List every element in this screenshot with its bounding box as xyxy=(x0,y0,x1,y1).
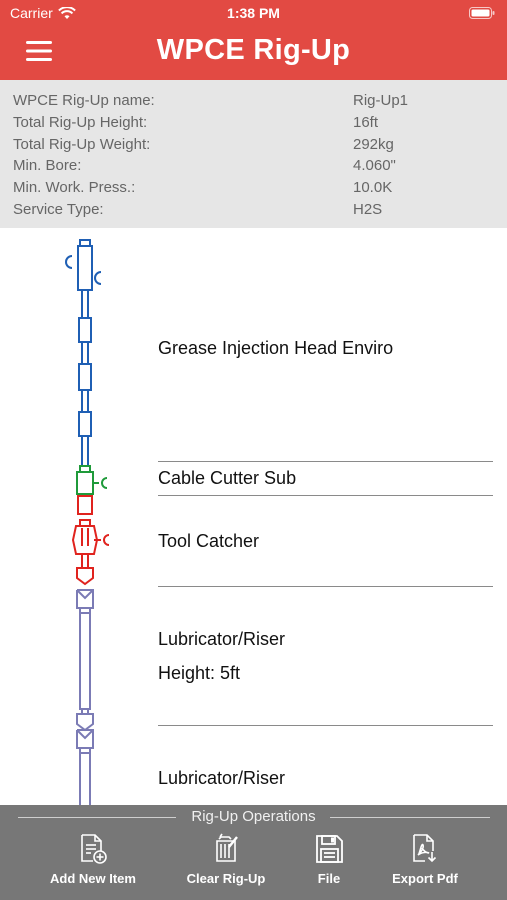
item-separator xyxy=(158,586,493,587)
item-label-grease-injection-head[interactable]: Grease Injection Head Enviro xyxy=(158,338,394,358)
file-label: File xyxy=(317,871,341,886)
item-label-lubricator-riser[interactable]: Lubricator/Riser xyxy=(158,629,286,649)
rig-up-summary: WPCE Rig-Up name: Rig-Up1 Total Rig-Up H… xyxy=(0,80,507,228)
add-new-item-label: Add New Item xyxy=(50,871,136,886)
info-label: Total Rig-Up Height: xyxy=(13,114,148,131)
app-header: Carrier 1:38 PM WPCE Rig-Up xyxy=(0,0,507,80)
clear-rig-up-label: Clear Rig-Up xyxy=(186,871,266,886)
info-row-name: WPCE Rig-Up name: Rig-Up1 xyxy=(13,92,493,113)
item-label-lubricator-riser[interactable]: Lubricator/Riser xyxy=(158,768,286,788)
pdf-export-icon xyxy=(413,834,437,863)
hamburger-menu-icon xyxy=(26,41,52,61)
wifi-icon xyxy=(57,6,76,19)
save-disk-icon xyxy=(316,835,343,863)
info-value: Rig-Up1 xyxy=(353,92,409,109)
info-row-weight: Total Rig-Up Weight: 292kg xyxy=(13,136,493,157)
info-row-pressure: Min. Work. Press.: 10.0K xyxy=(13,179,493,200)
info-row-height: Total Rig-Up Height: 16ft xyxy=(13,114,493,135)
carrier-label: Carrier xyxy=(10,5,53,21)
export-pdf-button[interactable]: Export Pdf xyxy=(384,833,466,895)
toolbar-title: Rig-Up Operations xyxy=(191,808,316,825)
item-separator xyxy=(158,495,493,496)
rig-up-diagram[interactable]: Grease Injection Head Enviro Cable Cutte… xyxy=(0,228,507,805)
info-label: Total Rig-Up Weight: xyxy=(13,136,151,153)
info-value: H2S xyxy=(353,201,383,218)
broom-icon xyxy=(216,833,238,862)
battery-icon xyxy=(469,7,495,19)
info-label: Min. Bore: xyxy=(13,157,82,174)
info-label: WPCE Rig-Up name: xyxy=(13,92,155,109)
info-label: Min. Work. Press.: xyxy=(13,179,136,196)
add-document-icon xyxy=(81,834,107,864)
item-height-lubricator-riser: Height: 5ft xyxy=(158,663,241,683)
info-row-service: Service Type: H2S xyxy=(13,201,493,222)
rig-up-operations-toolbar: Rig-Up Operations Add New Item Clear Rig… xyxy=(0,805,507,900)
toolbar-divider xyxy=(18,817,176,818)
toolbar-divider xyxy=(330,817,490,818)
lubricator-riser-graphic[interactable] xyxy=(76,729,94,805)
page-title: WPCE Rig-Up xyxy=(156,34,351,66)
file-button[interactable]: File xyxy=(300,833,358,895)
clear-rig-up-button[interactable]: Clear Rig-Up xyxy=(176,833,276,895)
status-bar: Carrier 1:38 PM xyxy=(0,0,507,28)
carrier-info: Carrier xyxy=(10,5,76,21)
item-label-tool-catcher[interactable]: Tool Catcher xyxy=(158,531,260,551)
item-separator xyxy=(158,461,493,462)
lubricator-riser-graphic[interactable] xyxy=(76,589,94,732)
info-value: 292kg xyxy=(353,136,394,153)
info-value: 16ft xyxy=(353,114,379,131)
item-label-cable-cutter-sub[interactable]: Cable Cutter Sub xyxy=(158,468,297,488)
status-time: 1:38 PM xyxy=(227,5,280,21)
grease-injection-head-graphic[interactable] xyxy=(65,239,102,466)
cable-cutter-sub-graphic[interactable] xyxy=(76,465,108,495)
add-new-item-button[interactable]: Add New Item xyxy=(40,833,146,895)
info-value: 4.060" xyxy=(353,157,396,174)
item-separator xyxy=(158,725,493,726)
tool-catcher-graphic[interactable] xyxy=(71,495,110,586)
info-row-bore: Min. Bore: 4.060" xyxy=(13,157,493,178)
info-value: 10.0K xyxy=(353,179,393,196)
info-label: Service Type: xyxy=(13,201,104,218)
export-pdf-label: Export Pdf xyxy=(392,871,458,886)
menu-button[interactable] xyxy=(26,41,52,61)
